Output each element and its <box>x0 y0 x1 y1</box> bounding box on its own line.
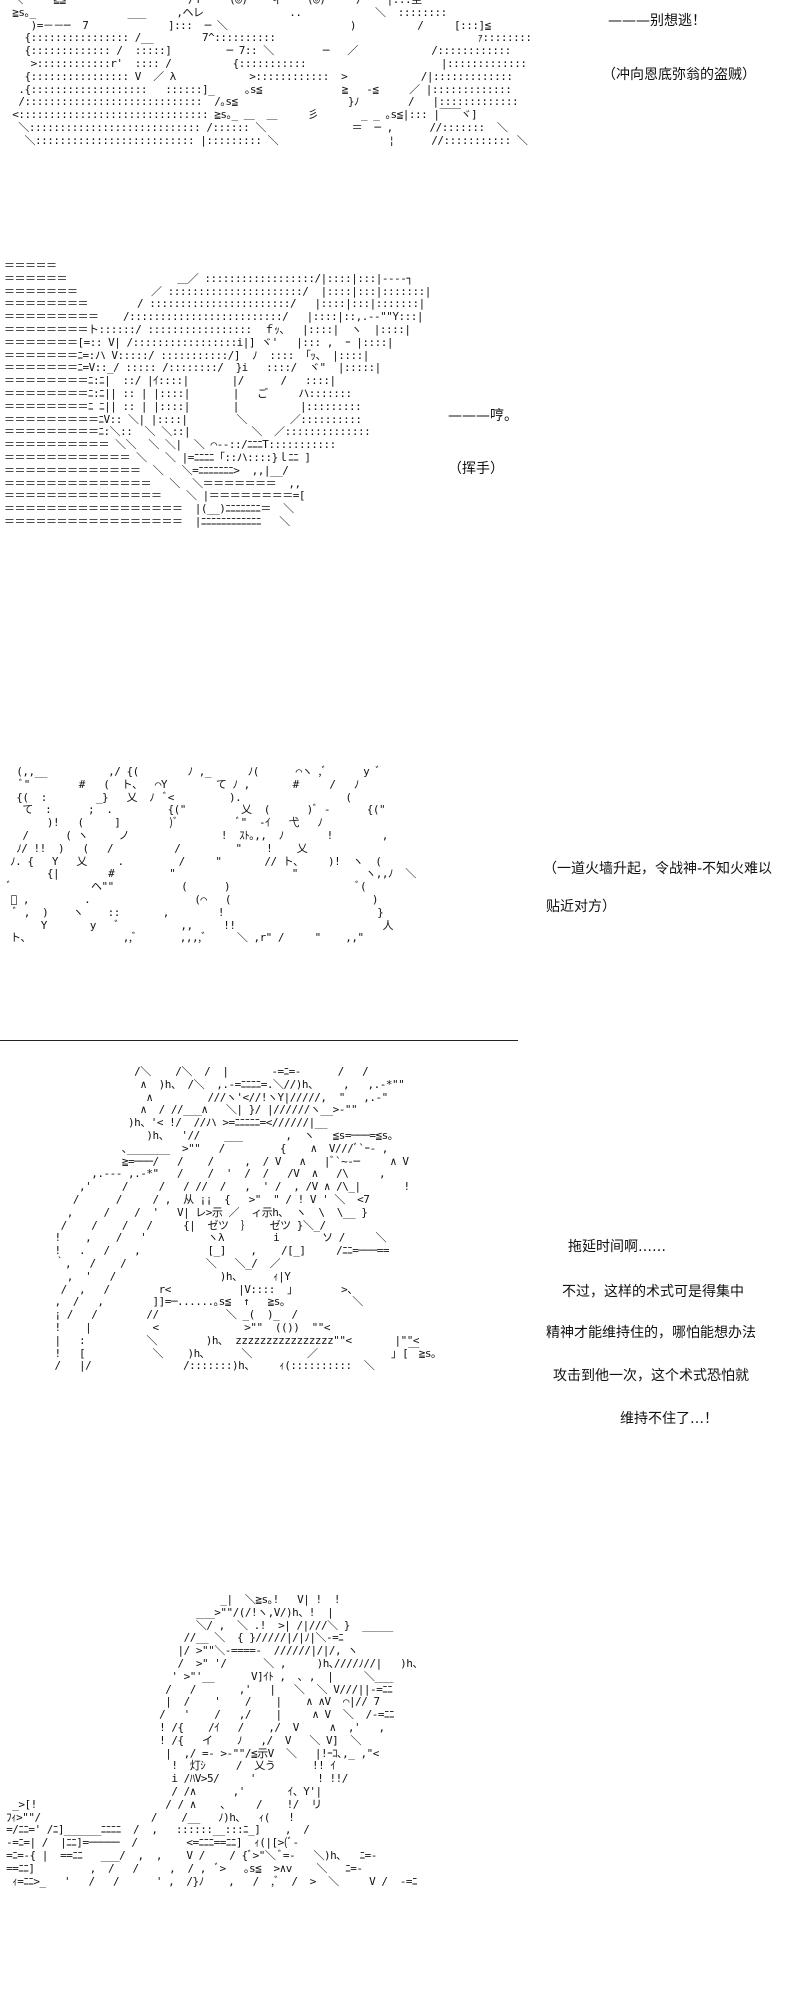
narration-line: （冲向恩底弥翁的盗贼） <box>602 67 756 83</box>
ascii-art-panel-5: _| ＼≧s｡! V| ! ! ___>""/(/!ヽ,V/)h、! | ＼/ … <box>6 1593 423 1888</box>
ascii-art-panel-2: ＝＝＝＝＝ ＝＝＝＝＝＝ ＿／ ::::::::::::::::::/|::::… <box>4 259 431 528</box>
panel-divider <box>0 1040 518 1041</box>
narration-line: 贴近对方） <box>546 899 616 915</box>
dialogue-line: 维持不住了…！ <box>620 1411 718 1427</box>
ascii-art-panel-4: /＼ /＼ / | -=ﾆ=- / / ∧ )h、 /＼ ,.-=ﾆﾆﾆﾆ=.＼… <box>54 1065 436 1373</box>
dialogue-line: 拖延时间啊…… <box>568 1239 666 1255</box>
narration-line: （一道火墙升起，令战神-不知火难以 <box>543 861 773 877</box>
dialogue-line: 精神才能维持住的，哪怕能想办法 <box>546 1325 756 1341</box>
dialogue-line: 不过，这样的术式可是得集中 <box>562 1284 744 1300</box>
ascii-art-panel-1: ＼ ≧≦ /ｒ (◎) ィ (◎) / |:::圭 ≧s｡_ ___ ,ヘレ .… <box>12 0 532 147</box>
dialogue-line: 攻击到他一次，这个术式恐怕就 <box>553 1368 749 1384</box>
dialogue-line: ———别想逃！ <box>608 13 706 29</box>
ascii-art-panel-3: (,,__ ,/ {( ﾉ ,_ ﾉ( ⌒ヽ ,ﾞ y ﾞ ﾞ" # ( ト、 … <box>4 765 416 945</box>
dialogue-line: ———哼。 <box>448 408 518 424</box>
narration-line: （挥手） <box>448 461 504 477</box>
